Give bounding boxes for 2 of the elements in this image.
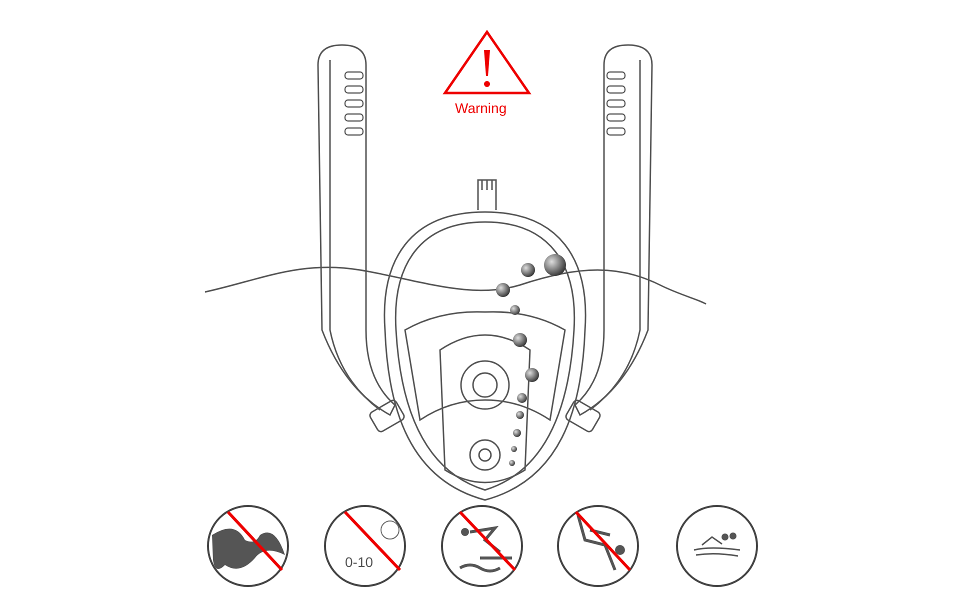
age-range-label: 0-10: [345, 554, 374, 570]
warning-label: Warning: [455, 100, 507, 116]
